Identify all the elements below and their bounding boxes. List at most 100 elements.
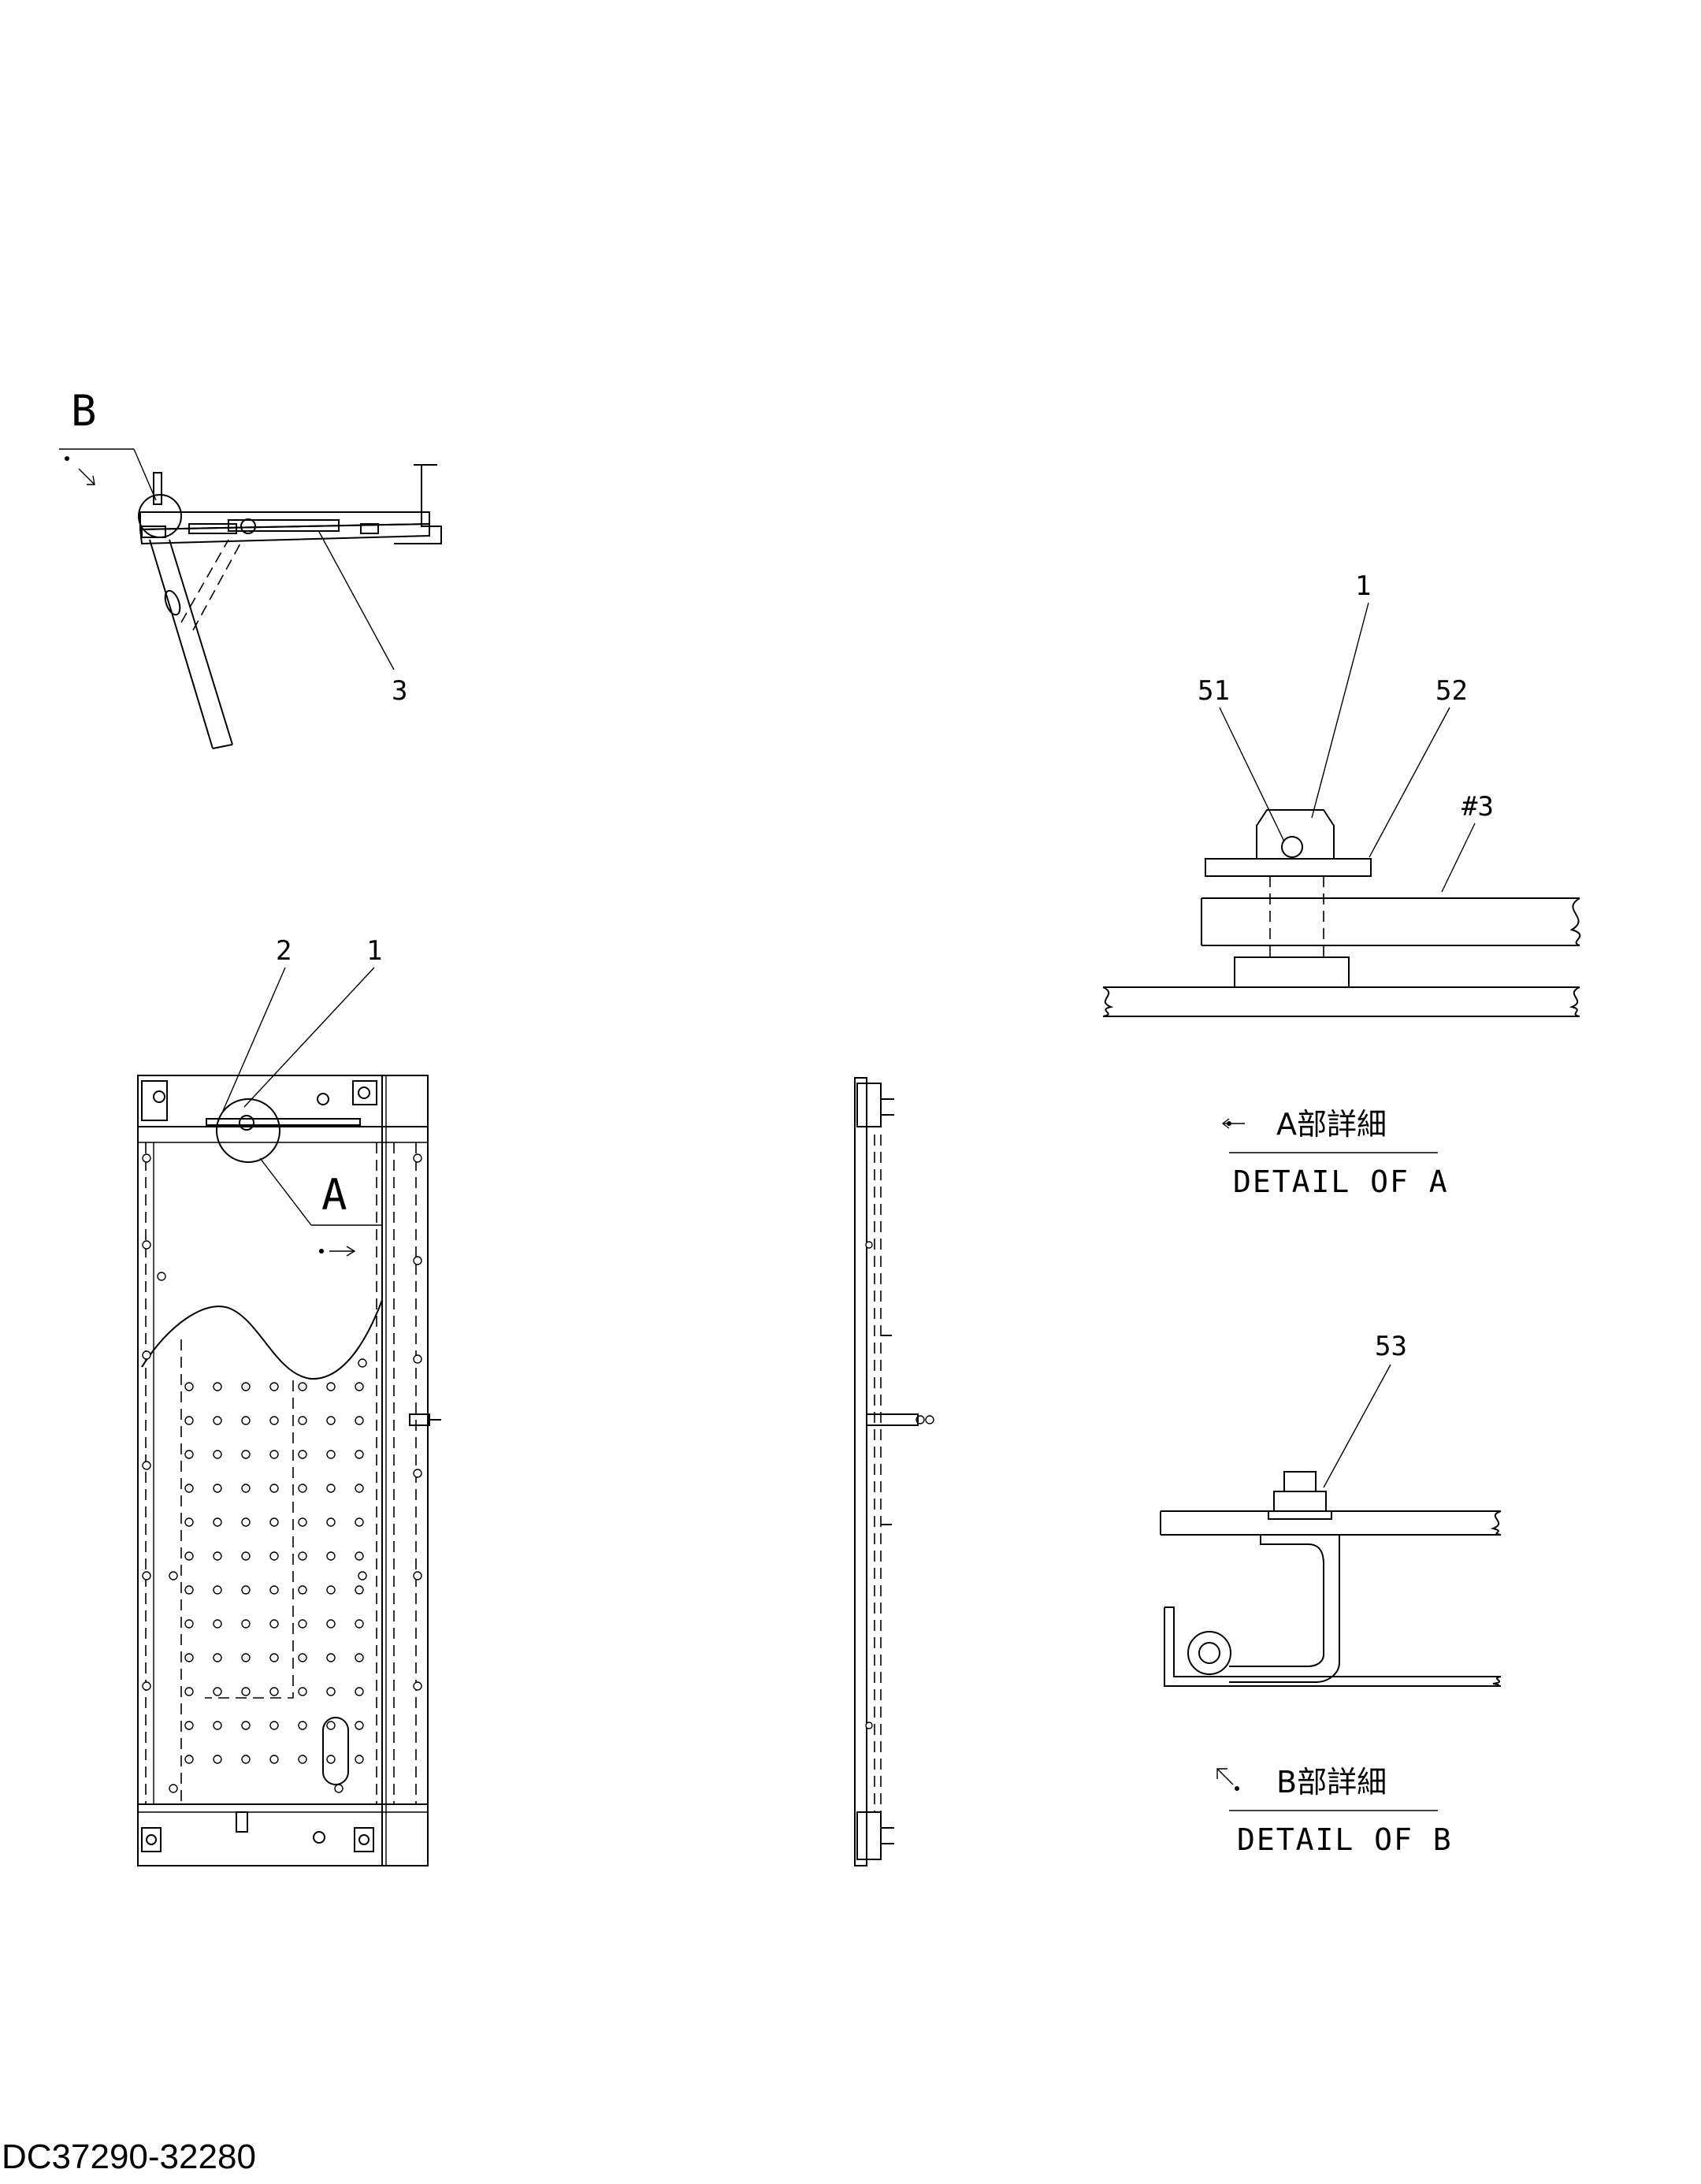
perforation-hole <box>269 1484 279 1493</box>
perforation-hole <box>355 1551 364 1561</box>
perforation-hole <box>298 1450 307 1459</box>
perforation-hole <box>241 1755 251 1764</box>
perforation-hole <box>298 1416 307 1425</box>
perforation-hole <box>241 1484 251 1493</box>
perforation-hole <box>241 1517 251 1527</box>
perforation-hole <box>298 1484 307 1493</box>
perforation-hole <box>213 1450 222 1459</box>
callout-51: 51 <box>1198 675 1230 707</box>
perforation-hole <box>213 1382 222 1391</box>
perforation-hole <box>298 1653 307 1662</box>
perforation-hole <box>184 1450 194 1459</box>
perforation-grid <box>184 1382 364 1764</box>
perforation-hole <box>269 1619 279 1629</box>
perforation-hole <box>269 1551 279 1561</box>
perforation-hole <box>269 1755 279 1764</box>
perforation-hole <box>326 1585 336 1595</box>
perforation-hole <box>355 1721 364 1730</box>
detail-a-title-jp: A部詳細 <box>1276 1107 1387 1142</box>
detail-b-title-en: DETAIL OF B <box>1237 1822 1453 1857</box>
perforation-hole <box>213 1653 222 1662</box>
perforation-hole <box>213 1484 222 1493</box>
perforation-hole <box>213 1721 222 1730</box>
perforation-hole <box>241 1382 251 1391</box>
perforation-hole <box>298 1382 307 1391</box>
perforation-hole <box>269 1687 279 1696</box>
perforation-hole <box>213 1585 222 1595</box>
perforation-hole <box>326 1687 336 1696</box>
perforation-hole <box>269 1450 279 1459</box>
view-marker-b: B <box>71 386 97 436</box>
perforation-hole <box>184 1687 194 1696</box>
perforation-hole <box>326 1551 336 1561</box>
perforation-hole <box>326 1619 336 1629</box>
perforation-hole <box>213 1416 222 1425</box>
callout-2: 2 <box>276 935 292 967</box>
perforation-hole <box>355 1653 364 1662</box>
edge-bolts <box>142 1153 422 1793</box>
callout-52: 52 <box>1435 675 1468 707</box>
perforation-hole <box>298 1619 307 1629</box>
perforation-hole <box>298 1517 307 1527</box>
front-view-panel: 2 1 A <box>137 935 441 1866</box>
perforation-hole <box>241 1450 251 1459</box>
perforation-hole <box>213 1755 222 1764</box>
perforation-hole <box>241 1551 251 1561</box>
view-marker-a: A <box>321 1170 347 1220</box>
perforation-hole <box>184 1416 194 1425</box>
perforation-hole <box>241 1721 251 1730</box>
perforation-hole <box>269 1382 279 1391</box>
drawing-number: DC37290-32280 <box>2 2138 256 2176</box>
perforation-hole <box>213 1517 222 1527</box>
callout-3: 3 <box>392 675 407 707</box>
perforation-hole <box>355 1484 364 1493</box>
perforation-hole <box>355 1517 364 1527</box>
perforation-hole <box>326 1721 336 1730</box>
callout-ref-3: #3 <box>1461 791 1494 823</box>
perforation-hole <box>184 1382 194 1391</box>
perforation-hole <box>355 1382 364 1391</box>
detail-b: 53 B部詳細 DETAIL OF B <box>1160 1331 1502 1857</box>
perforation-hole <box>184 1619 194 1629</box>
perforation-hole <box>298 1551 307 1561</box>
perforation-hole <box>184 1653 194 1662</box>
perforation-hole <box>213 1687 222 1696</box>
perforation-hole <box>241 1687 251 1696</box>
perforation-hole <box>241 1653 251 1662</box>
perforation-hole <box>355 1687 364 1696</box>
detail-a: 1 51 52 #3 A部詳細 DETAIL OF A <box>1102 570 1581 1199</box>
perforation-hole <box>184 1755 194 1764</box>
perforation-hole <box>213 1619 222 1629</box>
perforation-hole <box>298 1755 307 1764</box>
perforation-hole <box>241 1585 251 1595</box>
callout-1-front: 1 <box>366 935 382 967</box>
perforation-hole <box>298 1585 307 1595</box>
callout-1-detail: 1 <box>1355 570 1371 602</box>
perforation-hole <box>326 1653 336 1662</box>
perforation-hole <box>355 1619 364 1629</box>
perforation-hole <box>184 1551 194 1561</box>
perforation-hole <box>241 1416 251 1425</box>
side-view-narrow <box>854 1077 934 1866</box>
perforation-hole <box>355 1416 364 1425</box>
callout-53: 53 <box>1375 1331 1407 1362</box>
perforation-hole <box>269 1653 279 1662</box>
perforation-hole <box>269 1585 279 1595</box>
perforation-hole <box>326 1755 336 1764</box>
perforation-hole <box>269 1721 279 1730</box>
side-view-top-left: B 3 <box>59 386 442 749</box>
perforation-hole <box>326 1484 336 1493</box>
perforation-hole <box>298 1687 307 1696</box>
perforation-hole <box>241 1619 251 1629</box>
perforation-hole <box>355 1585 364 1595</box>
perforation-hole <box>326 1416 336 1425</box>
perforation-hole <box>355 1755 364 1764</box>
perforation-hole <box>184 1484 194 1493</box>
perforation-hole <box>269 1416 279 1425</box>
perforation-hole <box>355 1450 364 1459</box>
perforation-hole <box>184 1517 194 1527</box>
perforation-hole <box>326 1517 336 1527</box>
perforation-hole <box>298 1721 307 1730</box>
detail-a-title-en: DETAIL OF A <box>1233 1164 1449 1199</box>
